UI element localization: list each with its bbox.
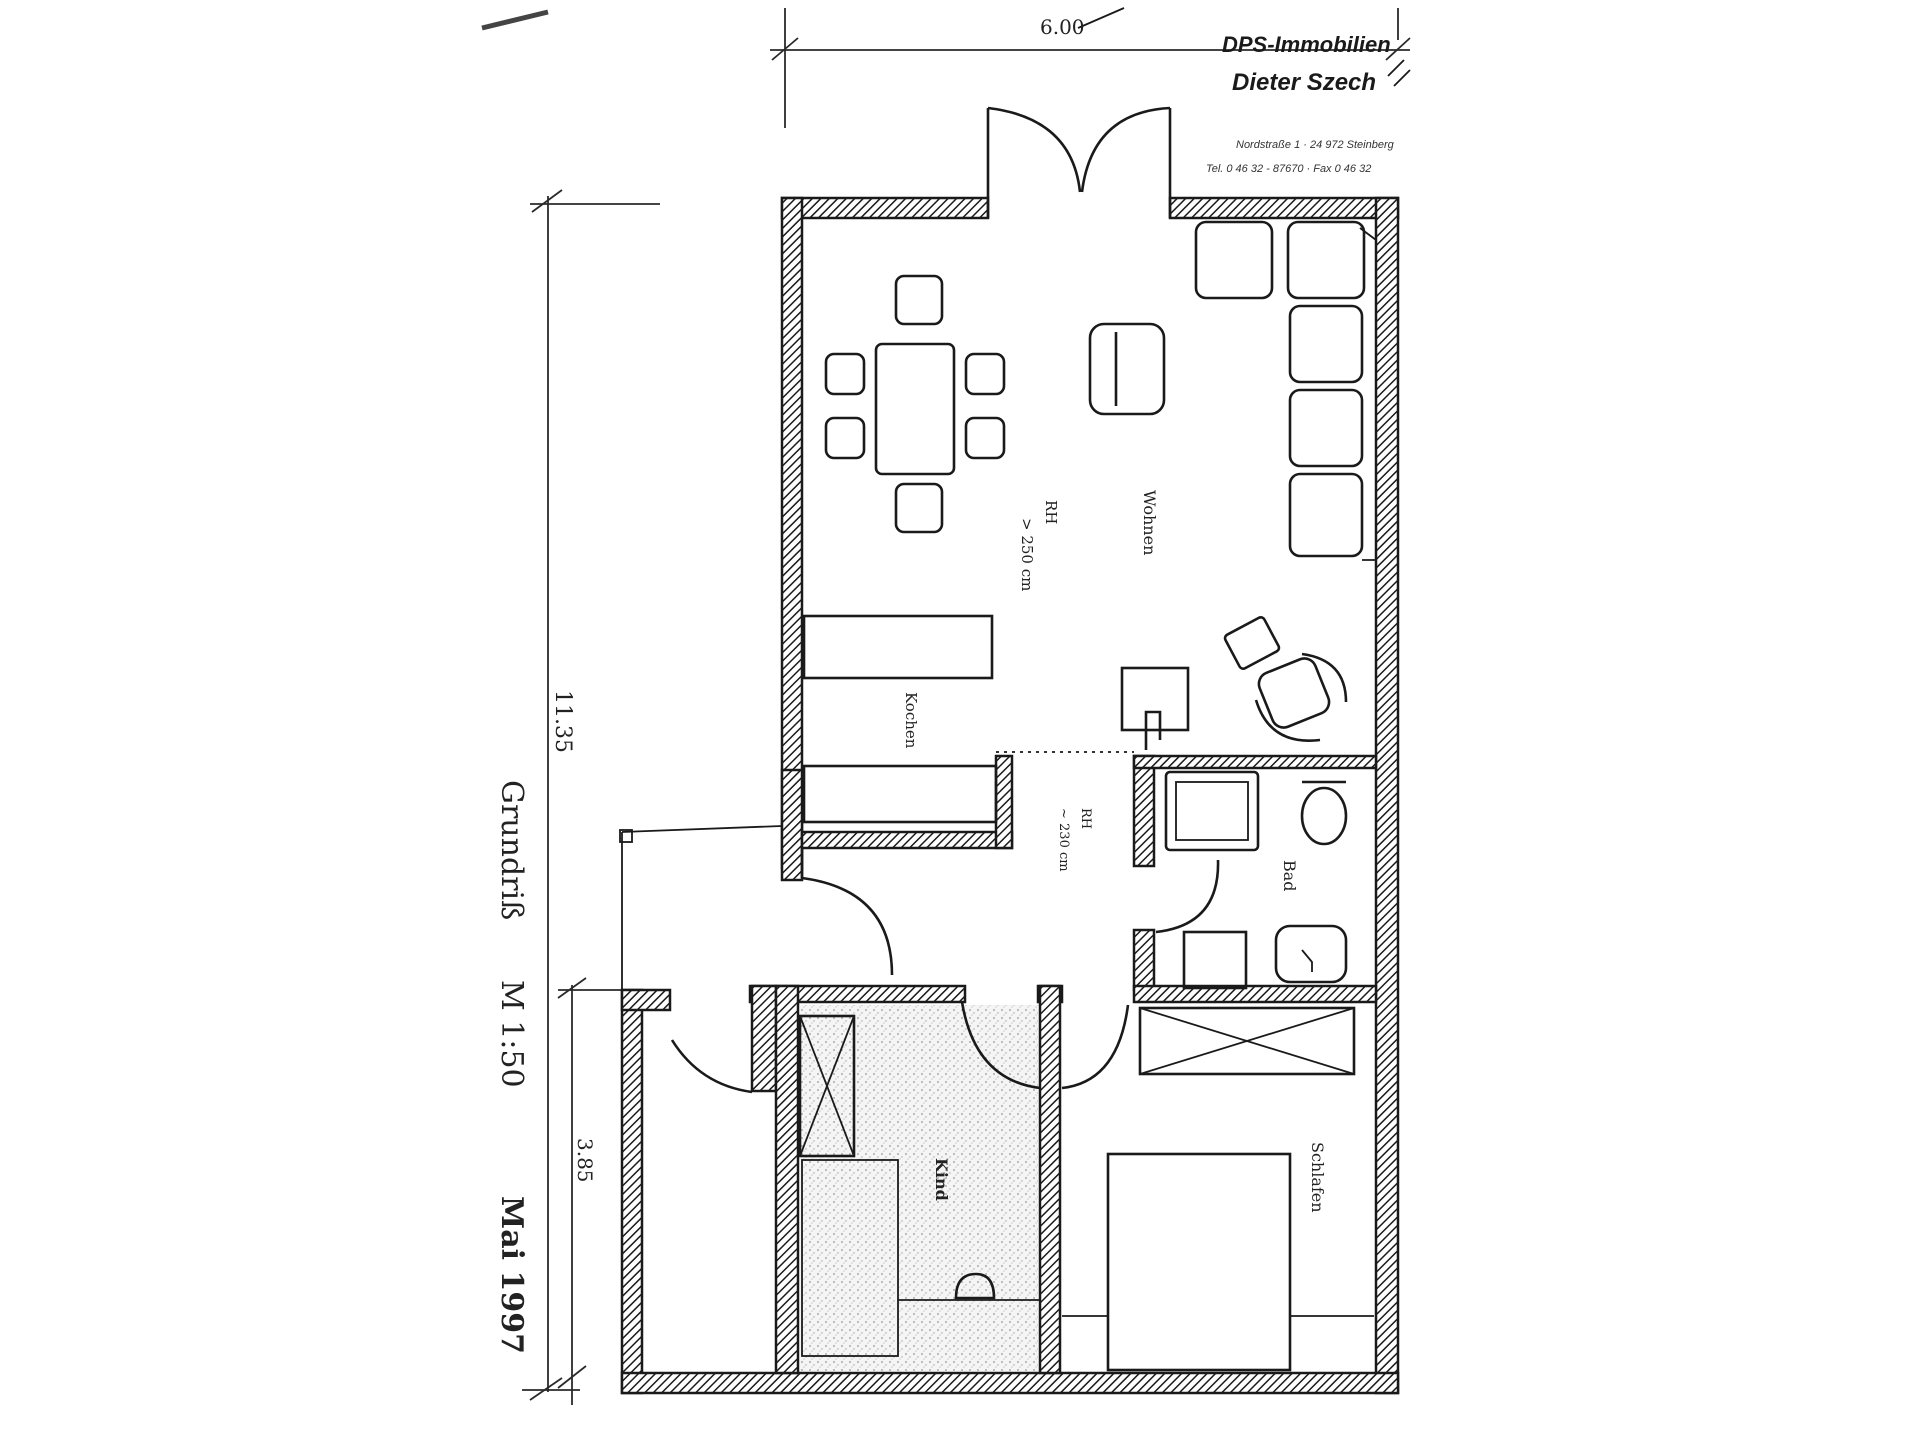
drawing-scale: M 1:50 — [494, 980, 529, 1088]
dining-table-group — [824, 274, 1006, 534]
room-label-kochen: Kochen — [902, 692, 920, 749]
room-label-wohnen: Wohnen — [1140, 490, 1159, 555]
doors — [670, 106, 1220, 1094]
bath-fixtures — [1164, 770, 1348, 990]
living-furniture — [1088, 220, 1377, 750]
room-height-living-value: > 250 cm — [1018, 518, 1036, 591]
kind-floor-shading — [800, 1005, 1038, 1371]
room-label-bad: Bad — [1280, 860, 1299, 892]
room-label-schlafen: Schlafen — [1308, 1142, 1327, 1213]
room-height-hall-value: ~ 230 cm — [1056, 808, 1071, 872]
dimension-width: 6.00 — [1040, 15, 1085, 39]
interior-walls — [748, 754, 1378, 1375]
drawing-caption: Grundriß — [494, 780, 529, 920]
company-logo-mark — [1387, 59, 1411, 87]
company-name: DPS-Immobilien — [1222, 32, 1391, 57]
dimension-lines — [481, 7, 1411, 1405]
person-name: Dieter Szech — [1232, 69, 1376, 96]
annex-outline — [619, 825, 783, 990]
dimension-total-height: 11.35 — [550, 690, 575, 753]
company-phone: Tel. 0 46 32 - 87670 · Fax 0 46 32 — [1206, 163, 1371, 175]
room-height-living-label: RH — [1042, 500, 1060, 524]
bedroom-furniture — [798, 1006, 1374, 1372]
company-address: Nordstraße 1 · 24 972 Steinberg — [1236, 139, 1395, 151]
exterior-walls — [620, 196, 1400, 1395]
dimension-lower-height: 3.85 — [573, 1138, 597, 1183]
room-height-hall-label: RH — [1078, 808, 1093, 829]
room-label-kind: Kind — [932, 1158, 951, 1201]
kitchen-fixtures — [802, 614, 1134, 824]
drawing-date: Mai 1997 — [494, 1196, 529, 1354]
